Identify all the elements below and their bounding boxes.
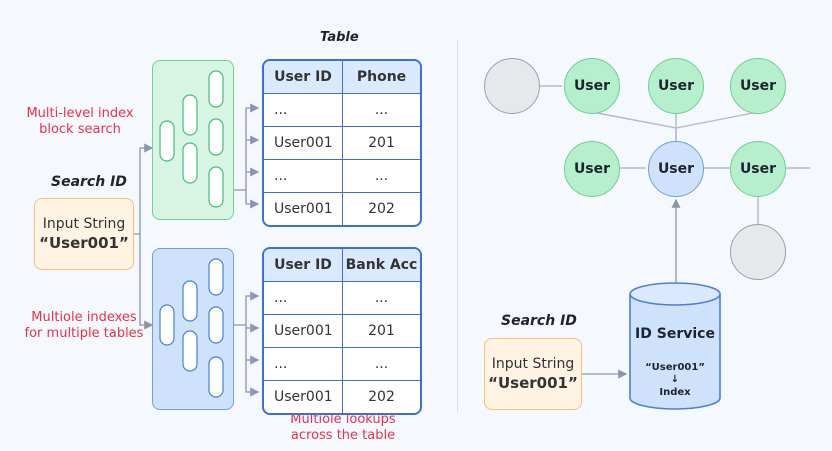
label-multilevel-index: Multi-level index block search: [20, 106, 140, 138]
multiple-index-block: [152, 248, 234, 410]
table-cell: User001: [264, 381, 343, 413]
table-cell: User001: [264, 315, 343, 347]
graph-node-user: User: [648, 58, 704, 114]
table-cell: User001: [264, 193, 343, 225]
right-input-string-box: Input String “User001”: [484, 338, 582, 410]
graph-node-user: User: [730, 141, 786, 197]
table-phone: User ID Phone ... ... User001 201 ... ..…: [262, 59, 422, 227]
left-input-line2: “User001”: [39, 234, 129, 252]
table-title: Table: [320, 30, 359, 45]
table-header-row: User ID Bank Acc: [264, 249, 420, 281]
label-multiple-text: Multiole indexes for multiple tables: [24, 310, 144, 341]
table-cell: ...: [374, 356, 389, 372]
table-header-row: User ID Phone: [264, 61, 420, 93]
table-row: ... ...: [264, 347, 420, 380]
label-multiple-lookups: Multiole lookups across the table: [278, 412, 408, 444]
label-multiple-indexes: Multiole indexes for multiple tables: [14, 310, 154, 342]
left-search-title: Search ID: [51, 174, 127, 190]
right-input-line2: “User001”: [488, 374, 578, 392]
table-cell: 201: [368, 323, 395, 339]
table-cell: 201: [368, 135, 395, 151]
graph-node-user: User: [564, 141, 620, 197]
table-header-cell: User ID: [264, 61, 343, 93]
table-cell: ...: [374, 102, 389, 118]
down-arrow-icon: ↓: [670, 374, 680, 385]
table-cell: ...: [264, 160, 343, 192]
table-cell: 202: [368, 201, 395, 217]
panel-divider: [457, 40, 458, 412]
id-service-key: “User001”: [645, 362, 705, 373]
table-row: ... ...: [264, 93, 420, 126]
table-header-cell: User ID: [264, 249, 343, 281]
table-cell: ...: [264, 348, 343, 380]
table-cell: ...: [264, 94, 343, 126]
table-bank-acc: User ID Bank Acc ... ... User001 201 ...…: [262, 247, 422, 415]
table-row: User001 202: [264, 192, 420, 225]
table-row: User001 201: [264, 314, 420, 347]
right-input-line1: Input String: [491, 356, 575, 372]
table-row: User001 201: [264, 126, 420, 159]
index-nodes-blue: [159, 258, 224, 398]
label-lookups-text: Multiole lookups across the table: [290, 412, 396, 443]
graph-node-user: User: [564, 58, 620, 114]
table-cell: ...: [264, 282, 343, 314]
table-row: ... ...: [264, 159, 420, 192]
left-input-string-box: Input String “User001”: [34, 198, 134, 270]
table-row: User001 202: [264, 380, 420, 413]
id-service-database-icon: [629, 282, 721, 410]
id-service-index: Index: [659, 387, 691, 398]
graph-node-user: User: [730, 58, 786, 114]
multilevel-index-block: [152, 60, 234, 220]
left-input-line1: Input String: [42, 216, 126, 232]
table-row: ... ...: [264, 281, 420, 314]
graph-node-gray-top: [484, 58, 540, 114]
table-cell: User001: [264, 127, 343, 159]
table-cell: 202: [368, 389, 395, 405]
table-header-cell: Phone: [356, 69, 407, 85]
right-search-title: Search ID: [501, 313, 577, 329]
graph-node-user-center: User: [648, 141, 704, 197]
graph-node-gray-bottom: [730, 224, 786, 280]
index-nodes-green: [159, 70, 224, 208]
id-service-title: ID Service: [635, 326, 715, 342]
table-cell: ...: [374, 168, 389, 184]
label-multilevel-text: Multi-level index block search: [26, 106, 134, 137]
table-header-cell: Bank Acc: [345, 257, 418, 273]
table-cell: ...: [374, 290, 389, 306]
